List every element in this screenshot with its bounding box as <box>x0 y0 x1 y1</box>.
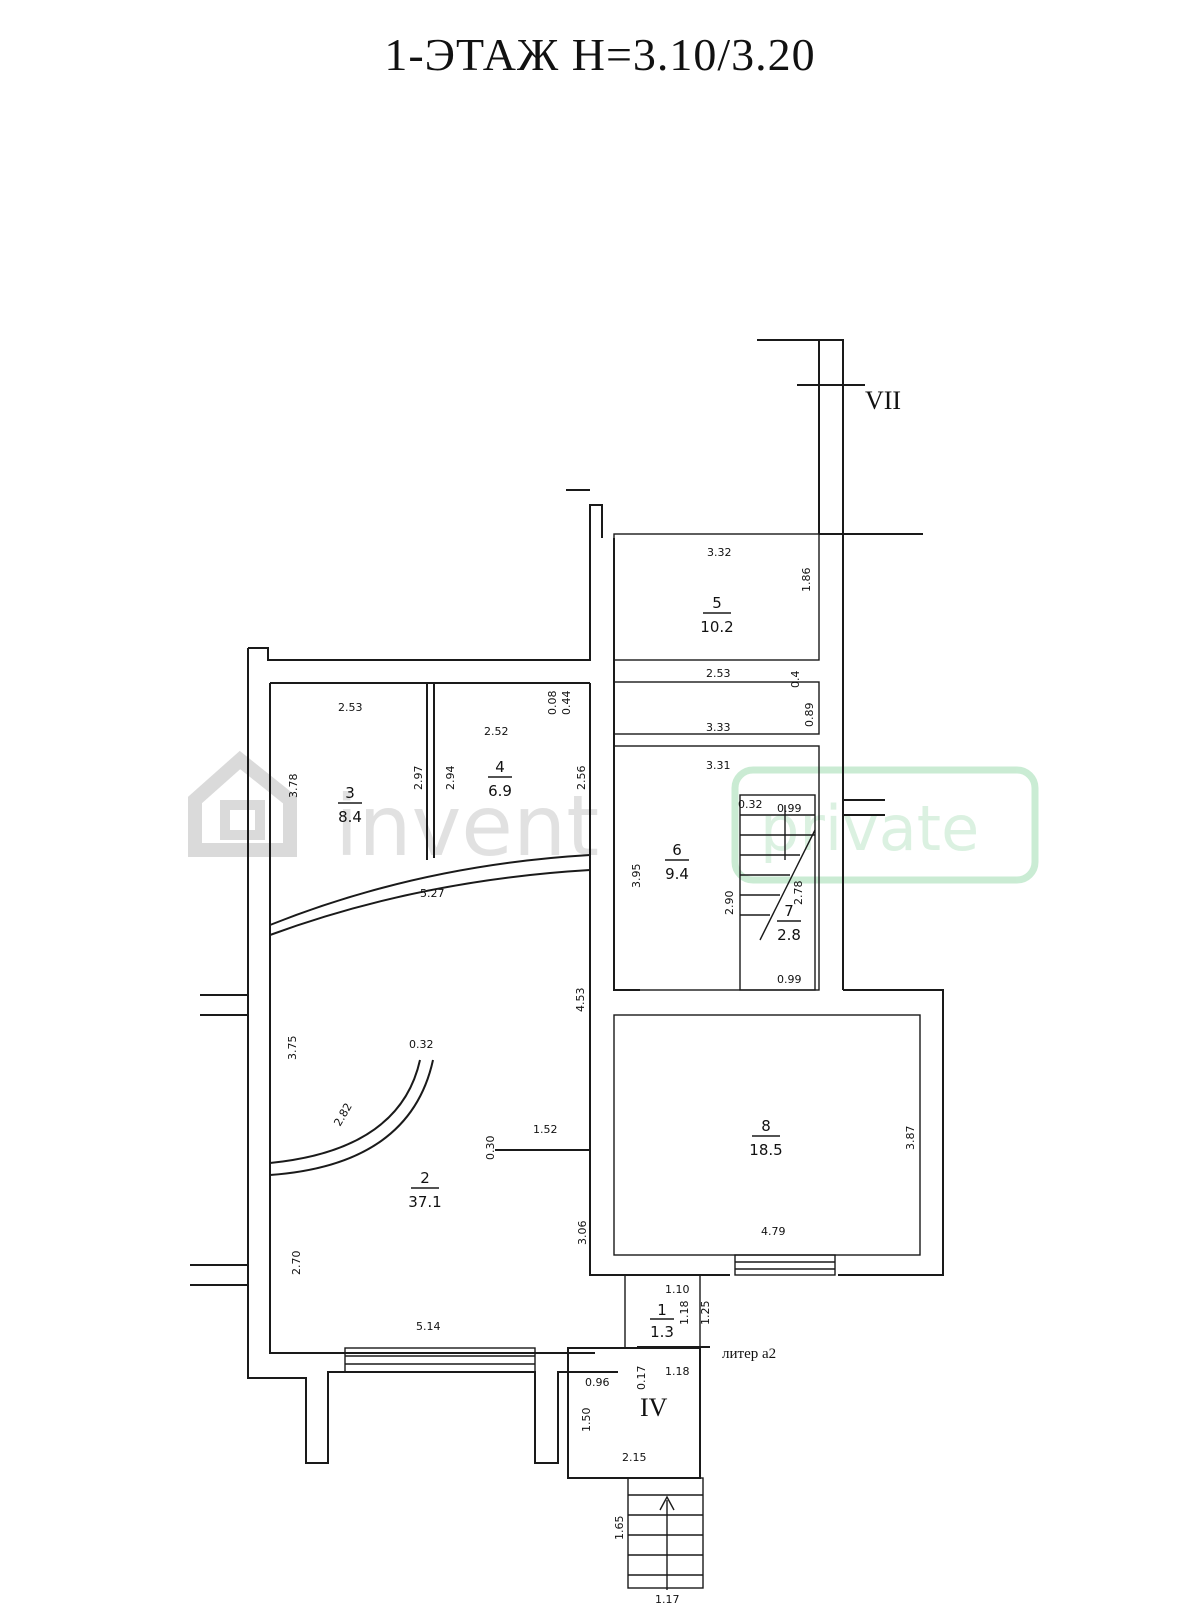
stair-treads <box>628 805 816 1590</box>
dimension-label: 5.14 <box>416 1320 441 1333</box>
page-title: 1-ЭТАЖ Н=3.10/3.20 <box>384 29 816 80</box>
dimension-label: 0.30 <box>484 1136 497 1161</box>
watermark-tag: private <box>760 792 979 865</box>
dimension-label: 2.97 <box>412 766 425 791</box>
dimension-label: 0.96 <box>585 1376 610 1389</box>
dimension-label: 0.44 <box>560 691 573 716</box>
section-marks <box>637 384 865 1348</box>
dimension-label: 2.82 <box>331 1101 355 1129</box>
watermark: invent private <box>188 750 1039 884</box>
inner-stairs <box>739 794 816 991</box>
dimension-label: 0.17 <box>635 1366 648 1391</box>
room-6-area: 9.4 <box>665 865 689 883</box>
dimension-label: 1.65 <box>613 1516 626 1541</box>
dimension-label: 0.32 <box>409 1038 434 1051</box>
windows <box>344 1254 836 1373</box>
dimension-label: 1.18 <box>665 1365 690 1378</box>
room-7-area: 2.8 <box>777 926 801 944</box>
room-6-outline <box>613 745 820 991</box>
dimension-label: 2.53 <box>706 667 731 680</box>
dimension-label: 3.75 <box>286 1036 299 1061</box>
dimension-label: 2.90 <box>723 891 736 916</box>
dimension-label: 1.50 <box>580 1408 593 1433</box>
dimension-label: 0.32 <box>738 798 763 811</box>
dimension-label: 3.31 <box>706 759 731 772</box>
dimension-label: 0.99 <box>777 973 802 986</box>
entry-stairs <box>627 1477 704 1589</box>
house-logo-icon <box>188 750 297 857</box>
room-3-number: 3 <box>345 784 355 802</box>
room-1-area: 1.3 <box>650 1323 674 1341</box>
dimension-label: 0.89 <box>803 703 816 728</box>
dimension-label: 2.15 <box>622 1451 647 1464</box>
section-marker-bottom: IV <box>640 1393 668 1422</box>
dimension-label: 1.18 <box>678 1301 691 1326</box>
watermark-brand: invent <box>335 777 599 875</box>
dimension-label: 1.52 <box>533 1123 558 1136</box>
dimension-label: 3.33 <box>706 721 731 734</box>
dimension-label: 3.78 <box>287 774 300 799</box>
dimension-label: 3.87 <box>904 1126 917 1151</box>
dimension-label: 2.53 <box>338 701 363 714</box>
room-2-area: 37.1 <box>408 1193 441 1211</box>
dimension-label: 1.10 <box>665 1283 690 1296</box>
dimension-label: 2.78 <box>792 881 805 906</box>
room-5-area: 10.2 <box>700 618 733 636</box>
dimension-label: 1.17 <box>655 1593 680 1606</box>
room-4-number: 4 <box>495 758 505 776</box>
watermark-badge <box>731 766 1039 884</box>
dimension-label: 1.86 <box>800 568 813 593</box>
dimension-labels: 3.32 1.86 2.53 0.4 3.33 0.89 3.31 0.32 0… <box>286 546 917 1606</box>
dimension-label: 2.52 <box>484 725 509 738</box>
dimension-label: 0.99 <box>777 802 802 815</box>
dimension-label: 3.06 <box>576 1221 589 1246</box>
dimension-label: 3.32 <box>707 546 732 559</box>
room-1-number: 1 <box>657 1301 667 1319</box>
room-8-outline <box>613 1014 921 1256</box>
section-marker-top: VII <box>865 386 901 415</box>
dimension-label: 4.79 <box>761 1225 786 1238</box>
dimension-label: 4.53 <box>574 988 587 1013</box>
room-3-area: 8.4 <box>338 808 362 826</box>
room-8-area: 18.5 <box>749 1141 782 1159</box>
dimension-label: 1.25 <box>699 1301 712 1326</box>
dimension-label: 2.56 <box>575 766 588 791</box>
room-7-number: 7 <box>784 902 794 920</box>
dimension-label: 2.94 <box>444 766 457 791</box>
corridor-outline <box>613 681 820 735</box>
dimension-label: 2.70 <box>290 1251 303 1276</box>
room-labels: 3 8.4 4 6.9 5 10.2 6 9.4 7 2.8 8 18.5 2 … <box>338 594 801 1341</box>
walls <box>190 339 944 1589</box>
room-2-number: 2 <box>420 1169 430 1187</box>
room-6-number: 6 <box>672 841 682 859</box>
room-5-number: 5 <box>712 594 722 612</box>
dimension-label: 0.08 <box>546 691 559 716</box>
dimension-label: 0.4 <box>789 671 802 689</box>
dimension-label: 5.27 <box>420 887 445 900</box>
liter-label: литер а2 <box>722 1346 776 1362</box>
room-4-area: 6.9 <box>488 782 512 800</box>
room-8-number: 8 <box>761 1117 771 1135</box>
dimension-label: 3.95 <box>630 864 643 889</box>
room-5-outline <box>613 533 820 661</box>
